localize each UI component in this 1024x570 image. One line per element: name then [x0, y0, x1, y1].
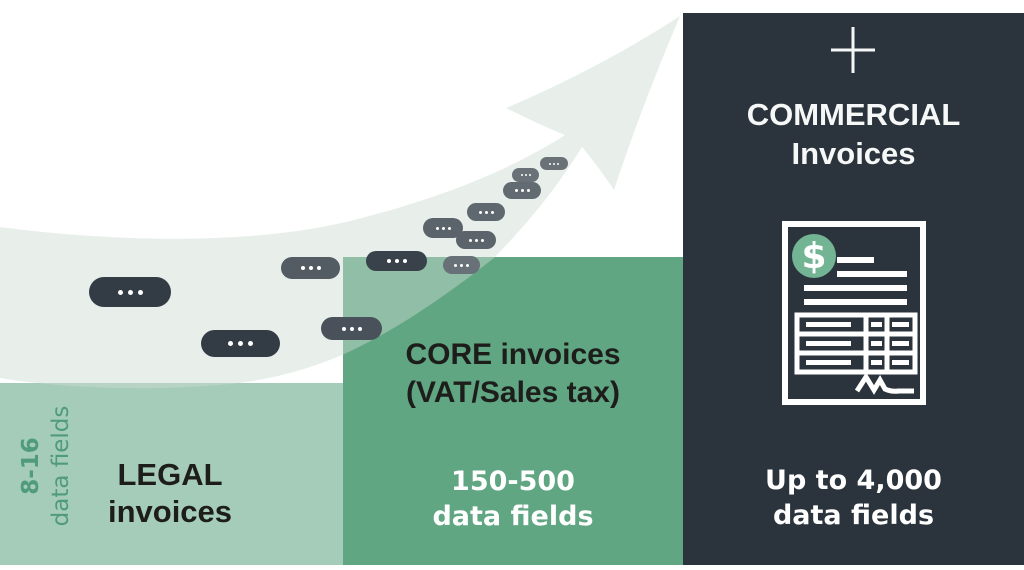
commercial-data-fields-caption: data fields — [772, 500, 935, 531]
core-invoices-block — [343, 257, 683, 565]
ellipsis-pill — [456, 231, 496, 249]
core-title-line1: CORE invoices — [405, 338, 621, 371]
commercial-title-line1: COMMERCIAL — [746, 97, 961, 132]
ellipsis-pill — [281, 257, 340, 279]
commercial-panel-title: COMMERCIAL Invoices — [683, 95, 1024, 173]
legal-invoices-block — [0, 383, 343, 565]
core-block-title: CORE invoices (VAT/Sales tax) — [343, 336, 683, 412]
ellipsis-pill — [467, 203, 505, 221]
invoice-document-icon: $ — [782, 221, 926, 405]
commercial-title-line2: Invoices — [791, 136, 916, 171]
core-data-fields-range: 150-500 — [451, 466, 575, 497]
ellipsis-pill — [503, 182, 541, 199]
ellipsis-pill — [540, 157, 568, 170]
ellipsis-pill — [423, 218, 463, 238]
ellipsis-pill — [512, 168, 539, 182]
legal-block-title: LEGAL invoices — [55, 456, 285, 530]
legal-title-line1: LEGAL — [117, 457, 223, 492]
commercial-data-fields-range: Up to 4,000 — [765, 465, 942, 496]
legal-data-fields-range: 8-16 — [18, 437, 44, 495]
legal-title-line2: invoices — [107, 494, 233, 529]
dollar-circle-icon — [792, 234, 836, 278]
ellipsis-pill — [89, 277, 171, 307]
core-data-fields-caption: data fields — [432, 501, 594, 532]
ellipsis-pill — [201, 330, 280, 357]
core-data-fields-label: 150-500 data fields — [343, 464, 683, 534]
svg-text:$: $ — [801, 236, 826, 277]
signature-squiggle-icon — [854, 372, 914, 395]
commercial-data-fields-label: Up to 4,000 data fields — [683, 463, 1024, 533]
plus-icon — [831, 27, 875, 73]
core-title-line2: (VAT/Sales tax) — [406, 376, 620, 409]
